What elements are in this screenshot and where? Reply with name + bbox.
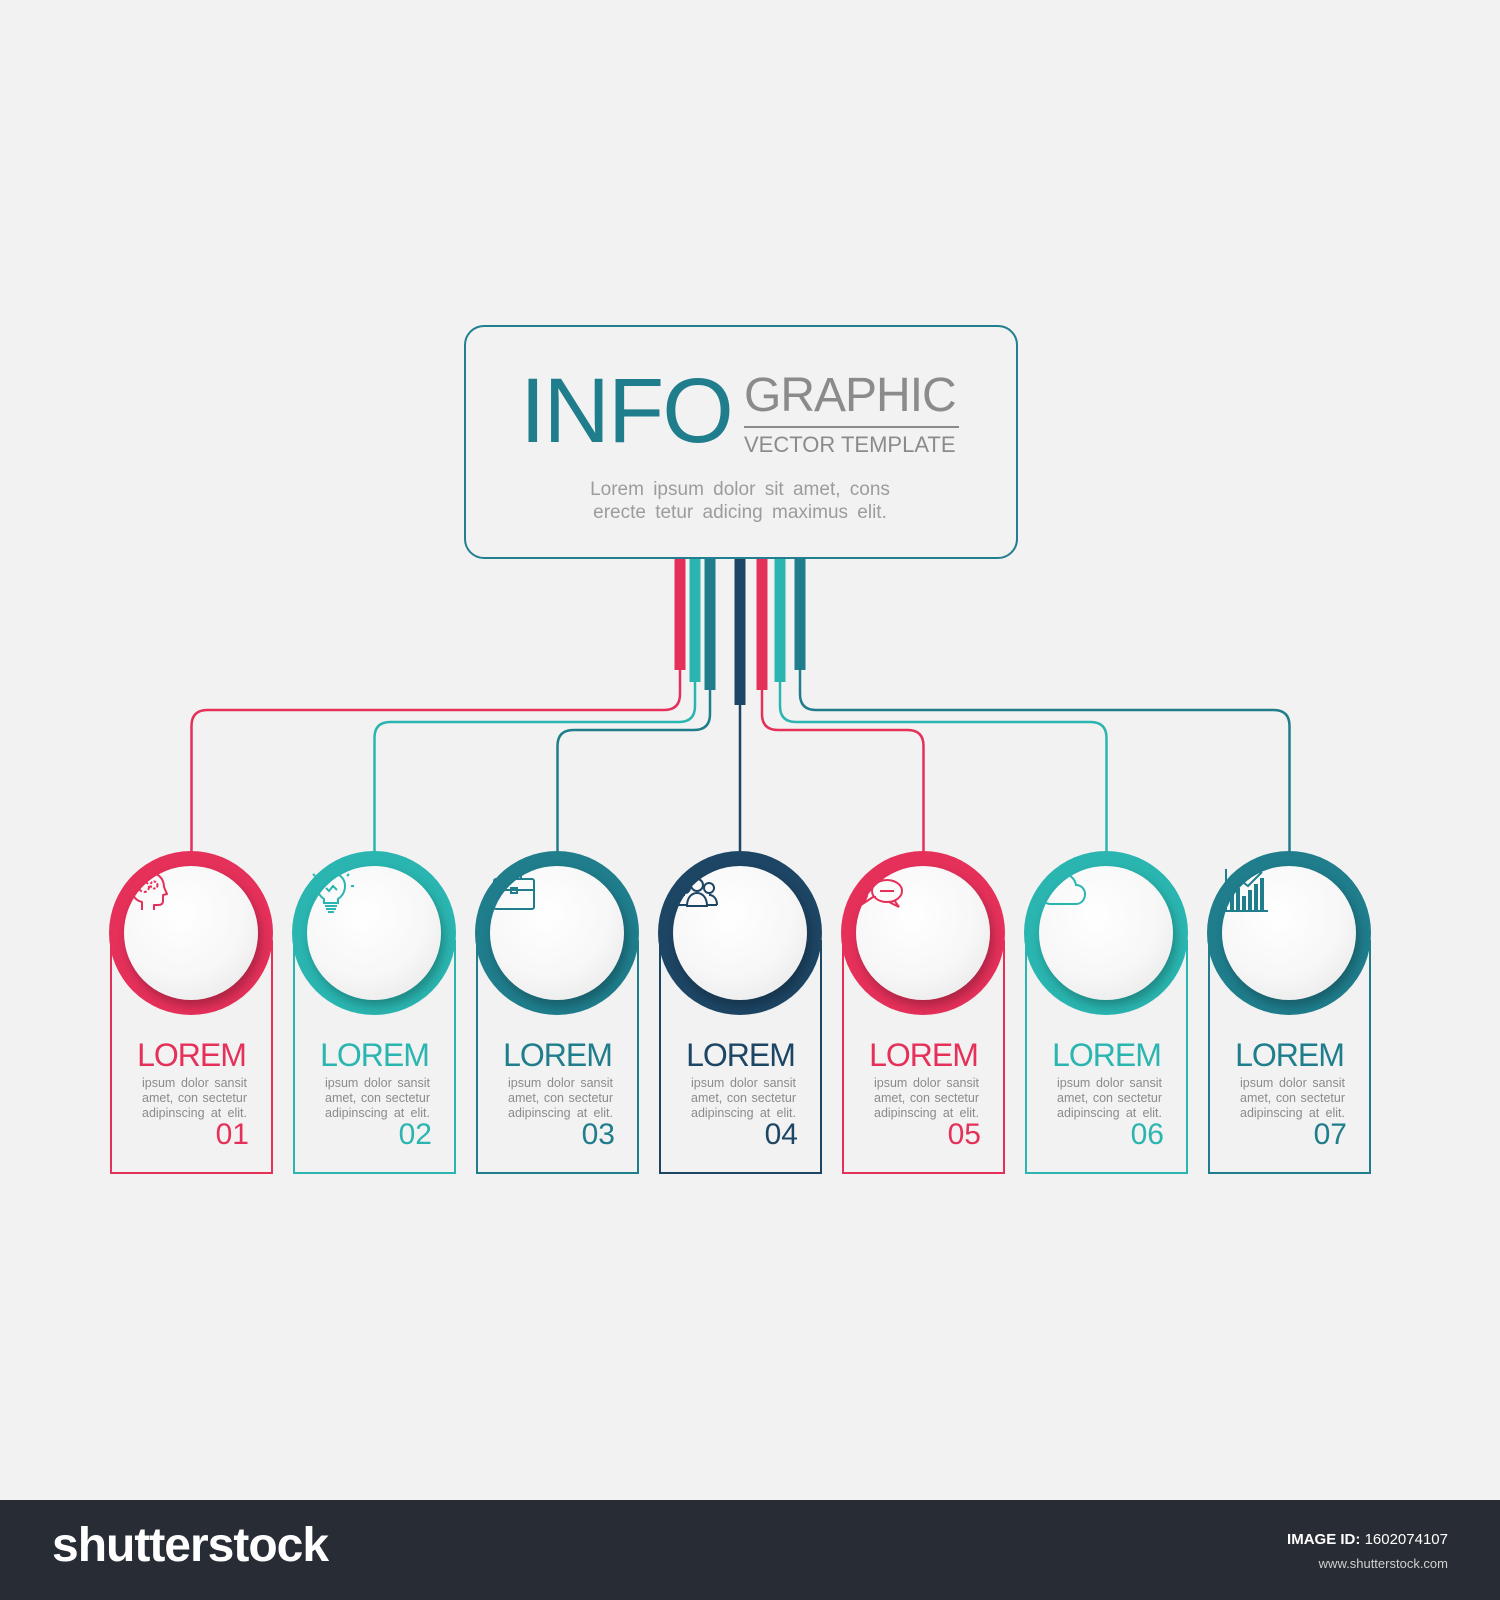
item-disc — [124, 866, 258, 1000]
header-description: Lorem ipsum dolor sit amet, cons erecte … — [590, 479, 890, 523]
item-title: LOREM — [320, 1037, 430, 1073]
image-id: IMAGE ID: 1602074107 — [1287, 1532, 1448, 1547]
item-number: 01 — [215, 1118, 249, 1151]
item-ring-02 — [292, 851, 456, 1015]
connector-line-03 — [556, 559, 712, 851]
header-graphic-title: GRAPHIC — [744, 369, 957, 422]
item-number: 03 — [581, 1118, 615, 1151]
item-ring-06 — [1024, 851, 1188, 1015]
item-disc — [490, 866, 624, 1000]
item-disc — [856, 866, 990, 1000]
chat-bubbles-icon — [858, 873, 903, 908]
item-disc — [307, 866, 441, 1000]
infographic: INFO GRAPHIC VECTOR TEMPLATE Lorem ipsum… — [109, 325, 1371, 1174]
briefcase-icon — [493, 873, 535, 910]
bar-chart-icon — [1225, 869, 1268, 912]
team-icon — [676, 878, 718, 907]
item-description: ipsum dolor sansit amet, con sectetur ad… — [325, 1076, 430, 1120]
item-description: ipsum dolor sansit amet, con sectetur ad… — [508, 1076, 613, 1120]
connector-line-07 — [798, 559, 1291, 851]
header-subtitle: VECTOR TEMPLATE — [744, 432, 956, 457]
item-title: LOREM — [137, 1037, 247, 1073]
header-divider — [744, 426, 959, 428]
item-description: ipsum dolor sansit amet, con sectetur ad… — [142, 1076, 247, 1120]
item-number: 06 — [1130, 1118, 1164, 1151]
item-ring-04 — [658, 851, 822, 1015]
item-disc — [673, 866, 807, 1000]
item-number: 07 — [1313, 1118, 1347, 1151]
brand-logo: shutterstock — [52, 1519, 329, 1572]
item-title: LOREM — [869, 1037, 979, 1073]
connector-line-01 — [190, 559, 682, 851]
image-id-value: 1602074107 — [1364, 1531, 1448, 1548]
item-title: LOREM — [503, 1037, 613, 1073]
item-number: 04 — [764, 1118, 798, 1151]
lightbulb-icon — [308, 866, 354, 913]
item-title: LOREM — [1235, 1037, 1345, 1073]
item-description: ipsum dolor sansit amet, con sectetur ad… — [1057, 1076, 1162, 1120]
item-number: 05 — [947, 1118, 981, 1151]
connector-line-06 — [778, 559, 1108, 851]
item-ring-05 — [841, 851, 1005, 1015]
item-ring-01 — [109, 851, 273, 1015]
connector-lines — [190, 559, 1291, 851]
connector-line-02 — [373, 559, 697, 851]
item-ring-07 — [1207, 851, 1371, 1015]
connector-line-05 — [760, 559, 925, 851]
header-info-title: INFO — [520, 360, 734, 462]
header-box — [464, 325, 1018, 559]
item-ring-03 — [475, 851, 639, 1015]
item-disc — [1222, 866, 1356, 1000]
site-url: www.shutterstock.com — [1318, 1556, 1448, 1571]
item-title: LOREM — [1052, 1037, 1162, 1073]
item-description: ipsum dolor sansit amet, con sectetur ad… — [691, 1076, 796, 1120]
item-description: ipsum dolor sansit amet, con sectetur ad… — [874, 1076, 979, 1120]
image-id-label: IMAGE ID: — [1287, 1531, 1361, 1548]
item-title: LOREM — [686, 1037, 796, 1073]
head-gears-icon — [131, 871, 168, 910]
item-disc — [1039, 866, 1173, 1000]
footer-bar: shutterstock IMAGE ID: 1602074107 www.sh… — [0, 1500, 1500, 1600]
cloud-icon — [1039, 872, 1087, 905]
item-number: 02 — [398, 1118, 432, 1151]
item-description: ipsum dolor sansit amet, con sectetur ad… — [1240, 1076, 1345, 1120]
